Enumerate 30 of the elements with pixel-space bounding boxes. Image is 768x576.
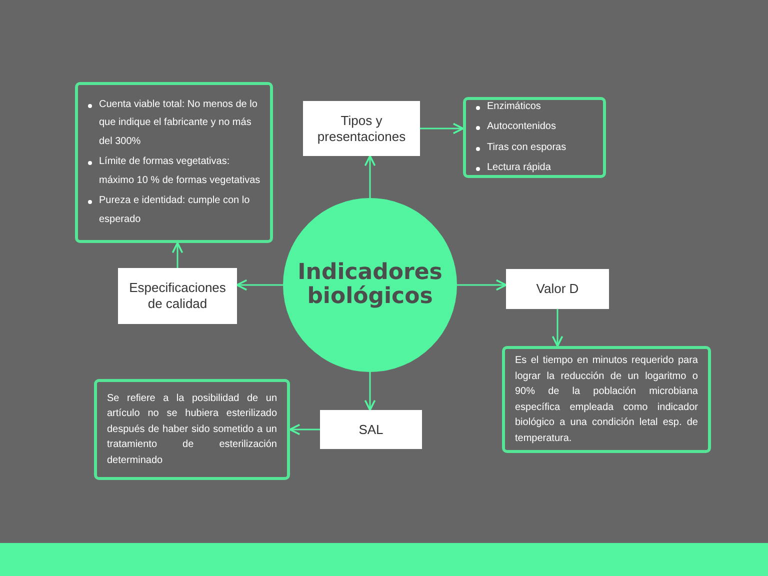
- topic-box: [303, 101, 420, 156]
- arrow: [289, 424, 320, 436]
- topic-box: [118, 268, 237, 324]
- arrow: [364, 155, 376, 198]
- description-text: Se refiere a la posibilidad de un artículo no se hubiera esterilizado después de haber sido sometido a un tratamiento de esterilización determinado: [107, 392, 277, 468]
- bullet-item: Enzimáticos: [487, 100, 541, 114]
- arrow: [172, 242, 184, 268]
- arrow: [457, 279, 507, 291]
- bullet-item: Límite de formas vegetativas: máximo 10 % de formas vegetativas: [99, 155, 262, 188]
- description-text: Es el tiempo en minutos requerido para lograr la reducción de un logaritmo o 90% de la población microbiana específica empleada como indicador biológico a una condición letal esp. de temperatura.: [515, 354, 698, 446]
- bullet-item: Autocontenidos: [487, 120, 556, 134]
- bullet-item: Lectura rápida: [487, 161, 551, 175]
- bullet-list-card: [463, 97, 606, 178]
- topic-label: Especificaciones de calidad: [128, 280, 227, 312]
- description-card: [94, 379, 290, 480]
- arrow: [236, 279, 283, 291]
- topic-label: SAL: [358, 422, 384, 438]
- description-card: [502, 346, 711, 453]
- topic-label: Tipos y presentaciones: [316, 112, 407, 144]
- bullet-item: Pureza e identidad: cumple con lo esperado: [99, 194, 251, 227]
- topic-label: Valor D: [535, 281, 580, 297]
- central-title: Indicadores biológicos: [296, 261, 444, 309]
- topic-box: [320, 410, 422, 449]
- bullet-list-card: [75, 82, 273, 243]
- arrow: [552, 309, 564, 347]
- topic-box: [506, 269, 609, 309]
- bullet-item: Tiras con esporas: [487, 140, 566, 154]
- arrow: [364, 372, 376, 411]
- bullet-item: Cuenta viable total: No menos de lo que indique el fabricante y no más del 300%: [99, 98, 258, 149]
- arrow: [420, 122, 464, 134]
